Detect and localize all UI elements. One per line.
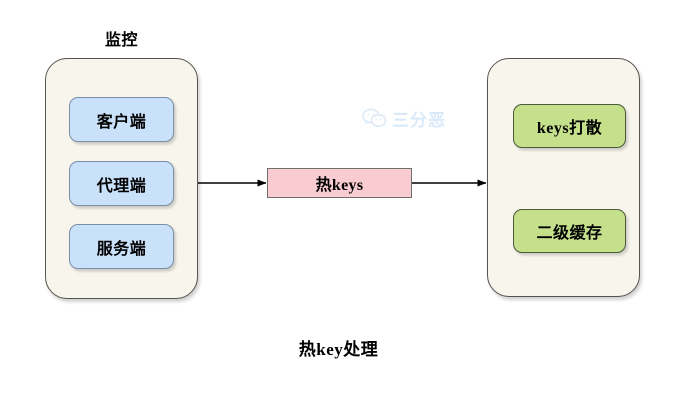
watermark: 三分恶 — [362, 103, 466, 133]
wechat-bubbles-icon — [362, 108, 387, 127]
arrow-hotkeys-to-handling — [412, 179, 487, 187]
node-hot-keys[interactable]: 热keys — [267, 168, 412, 198]
diagram-caption: 热key处理 — [298, 340, 379, 359]
node-keys-split[interactable]: keys打散 — [513, 104, 626, 148]
node-second-level-cache[interactable]: 二级缓存 — [513, 209, 626, 253]
node-server[interactable]: 服务端 — [69, 224, 174, 269]
watermark-text: 三分恶 — [392, 110, 446, 130]
node-proxy[interactable]: 代理端 — [69, 161, 174, 206]
arrow-monitor-to-hotkeys — [198, 179, 267, 187]
handling-group-container — [487, 58, 640, 297]
monitor-group-title: 监控 — [104, 32, 138, 49]
node-client[interactable]: 客户端 — [69, 97, 174, 142]
